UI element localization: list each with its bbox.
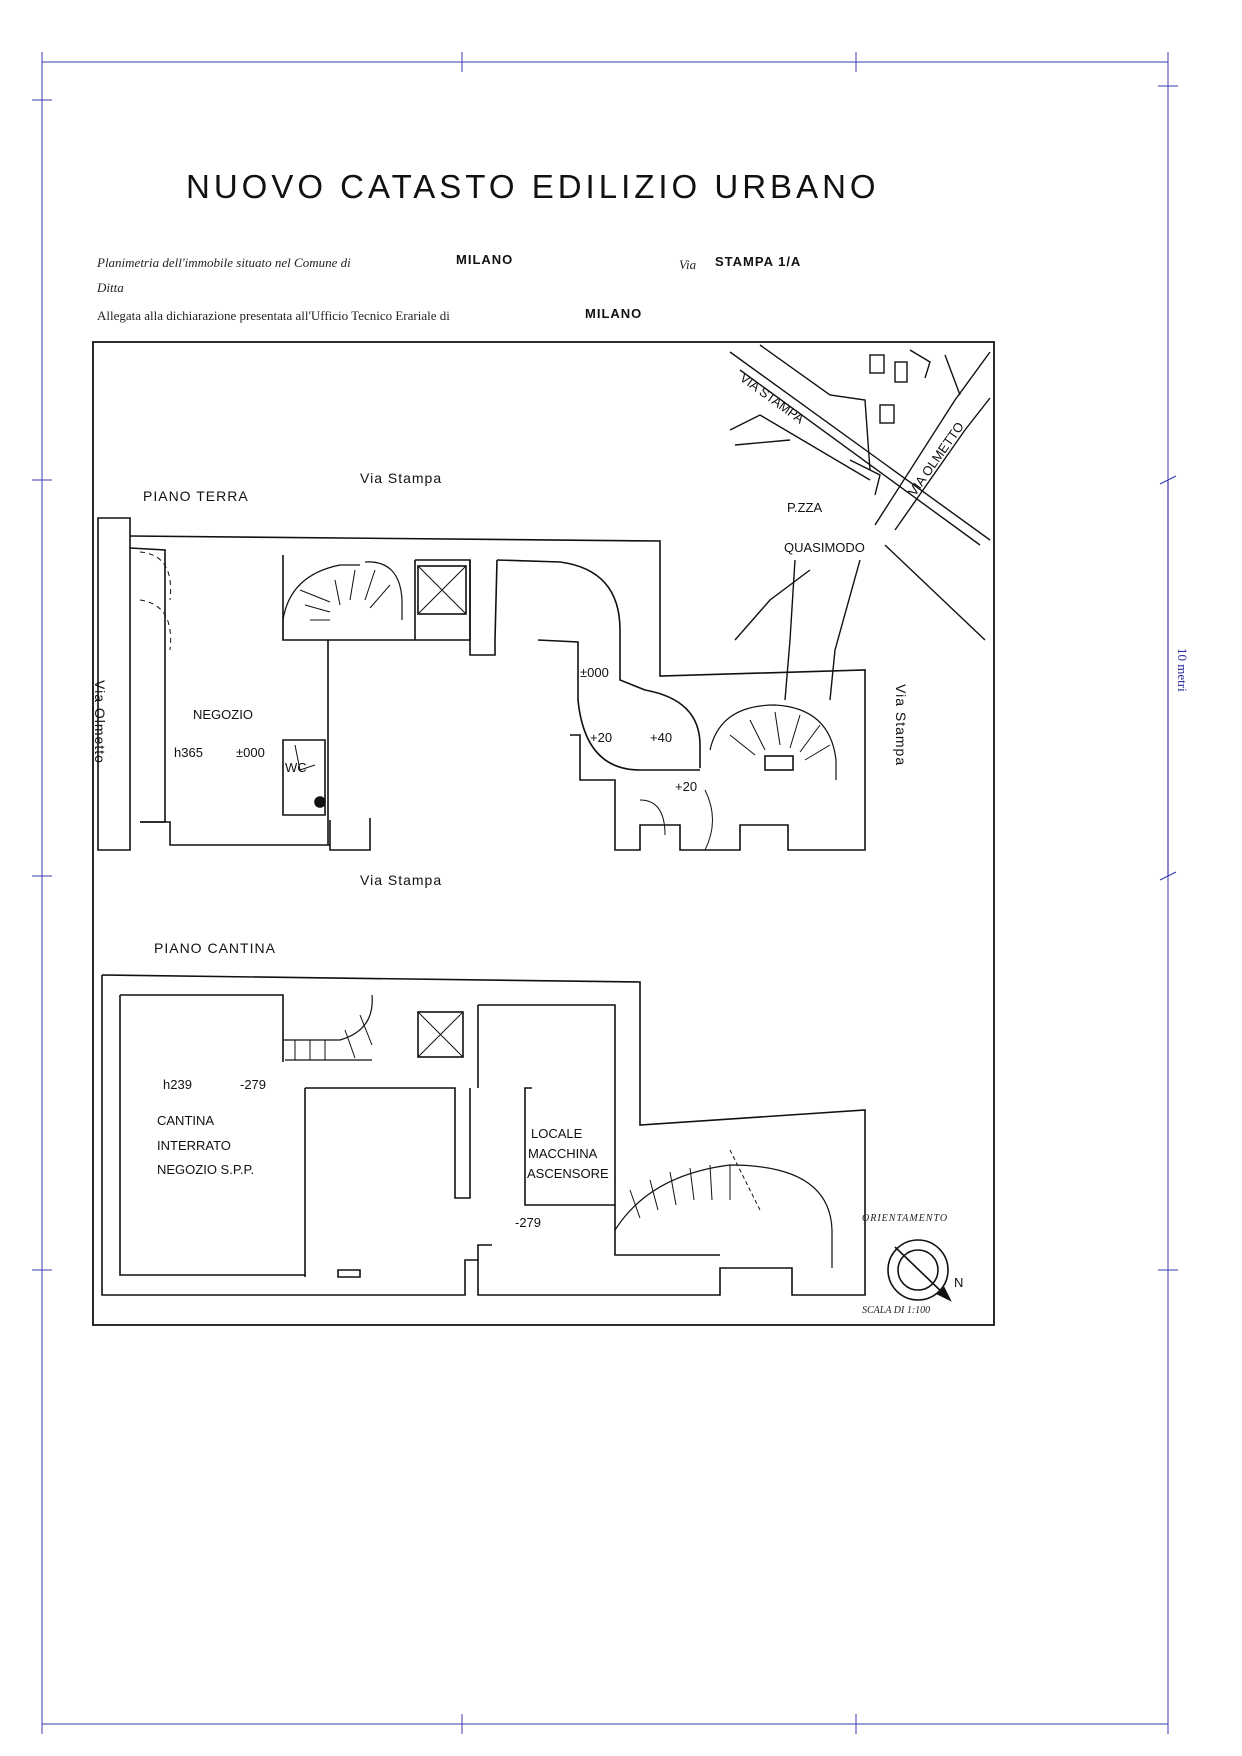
cellar-height: h239 [163,1077,192,1092]
scale-label: SCALA DI 1:100 [862,1305,931,1316]
orientation-label: ORIENTAMENTO [862,1213,949,1224]
cellar-room-line2: INTERRATO [157,1138,231,1153]
cellar-room-line3: NEGOZIO S.P.P. [157,1162,255,1177]
cellar-room-line1: CANTINA [157,1113,215,1128]
street-right-label: Via Stampa [893,684,909,767]
machine-room-line3: ASCENSORE [527,1166,609,1181]
cellar-floor-title: PIANO CANTINA [154,940,276,956]
comune-prefix: Planimetria dell'immobile situato nel Co… [97,255,351,270]
ground-floor-plan [97,517,866,851]
cellar-level-2: -279 [515,1215,542,1230]
document-title: NUOVO CATASTO EDILIZIO URBANO [186,168,880,205]
machine-room-line1: LOCALE [531,1126,583,1141]
scale-bar-label: 10 metri [1175,648,1190,692]
machine-room-line2: MACCHINA [528,1146,598,1161]
room-negozio: NEGOZIO [193,707,253,722]
location-map [729,344,991,701]
via-prefix: Via [679,257,697,272]
wc-label: WC [285,760,307,775]
via-value: STAMPA 1/A [715,254,802,269]
ufficio-value: MILANO [585,306,643,321]
compass-icon [887,1239,952,1302]
north-label: N [954,1275,964,1290]
ditta-label: Ditta [97,280,124,295]
ground-height: h365 [174,745,203,760]
level-corridor: ±000 [580,665,609,680]
level-c: +20 [675,779,698,794]
scale-bar [1159,475,1177,881]
map-label-square-2: QUASIMODO [784,540,865,555]
ground-level-main: ±000 [236,745,265,760]
street-top-label: Via Stampa [360,470,443,486]
comune-value: MILANO [456,252,514,267]
level-a: +20 [590,730,613,745]
drawing-border [92,341,995,1326]
street-bottom-label: Via Stampa [360,872,443,888]
ground-floor-title: PIANO TERRA [143,488,249,504]
level-b: +40 [650,730,673,745]
map-label-square-1: P.ZZA [787,500,823,515]
cellar-level-1: -279 [240,1077,267,1092]
cellar-floor-plan [101,974,866,1296]
ufficio-prefix: Allegata alla dichiarazione presentata a… [97,308,450,323]
street-left-label: Via Olmetto [92,680,108,764]
